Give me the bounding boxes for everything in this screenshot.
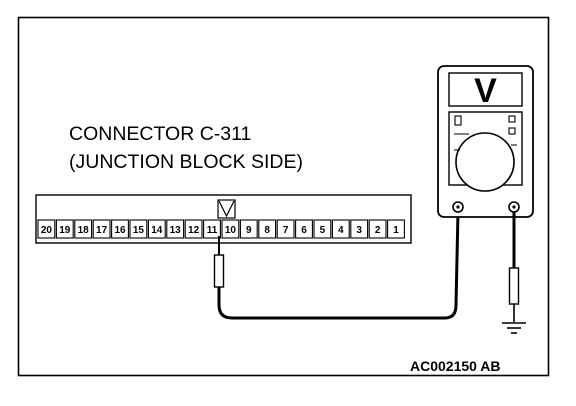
connector-caption-line2: (JUNCTION BLOCK SIDE): [69, 151, 303, 173]
selector-mark-icon: [508, 127, 516, 135]
selector-mark-icon: [508, 115, 516, 123]
multimeter-display-value: V: [474, 72, 497, 110]
connector-pin-label: 8: [264, 225, 270, 236]
connector-pin-label: 17: [96, 225, 108, 236]
connector-pin-6: 6: [295, 219, 313, 239]
connector-pin-16: 16: [111, 219, 129, 239]
connector-pin-label: 3: [356, 225, 362, 236]
connector-pin-label: 14: [151, 225, 163, 236]
connector-pin-label: 1: [393, 225, 399, 236]
connector-pin-row: 20 19 18 17 16 15 14 13 12 11 10 9 8 7 6 5 4 3 2 1: [37, 219, 405, 239]
connector-pin-label: 4: [338, 225, 344, 236]
connector-pin-10: 10: [221, 219, 240, 239]
connector-pin-label: 20: [41, 225, 53, 236]
probe-guide-icon: [217, 199, 236, 219]
rotary-dial-icon[interactable]: [455, 132, 515, 192]
connector-pin-8: 8: [258, 219, 277, 239]
connector-pin-label: 11: [207, 225, 218, 236]
connector-pin-13: 13: [166, 219, 185, 239]
connector-pin-3: 3: [350, 219, 369, 239]
multimeter: V: [437, 65, 534, 218]
connector-pin-12: 12: [184, 219, 203, 239]
connector-pin-4: 4: [331, 219, 350, 239]
connector-pin-label: 5: [320, 225, 326, 236]
connector-c311: 20 19 18 17 16 15 14 13 12 11 10 9 8 7 6 5 4 3 2 1: [35, 194, 412, 244]
connector-pin-18: 18: [74, 219, 93, 239]
probe-tip-icon: [213, 254, 225, 288]
connector-caption-line1: CONNECTOR C-311: [69, 123, 251, 145]
selector-mark-icon: [454, 115, 462, 126]
connector-pin-label: 6: [301, 225, 307, 236]
connector-pin-11: 11: [203, 219, 221, 239]
probe-tip-icon: [508, 267, 520, 305]
ground-symbol-icon: [502, 322, 526, 334]
connector-pin-1: 1: [387, 219, 405, 239]
connector-pin-19: 19: [55, 219, 74, 239]
connector-pin-label: 2: [375, 225, 381, 236]
connector-pin-15: 15: [129, 219, 148, 239]
connector-pin-label: 18: [78, 225, 90, 236]
connector-pin-7: 7: [276, 219, 295, 239]
diagram-frame: [17, 16, 550, 377]
connector-pin-5: 5: [313, 219, 332, 239]
connector-pin-label: 10: [225, 225, 237, 236]
connector-pin-label: 19: [59, 225, 71, 236]
connector-pin-20: 20: [37, 219, 56, 239]
connector-housing: [35, 194, 412, 244]
connector-pin-9: 9: [239, 219, 258, 239]
connector-pin-17: 17: [92, 219, 111, 239]
connector-pin-label: 12: [188, 225, 200, 236]
connector-pin-label: 16: [114, 225, 126, 236]
connector-pin-label: 7: [283, 225, 289, 236]
figure-reference: AC002150 AB: [410, 358, 501, 374]
black-test-lead: [502, 212, 526, 334]
connector-pin-2: 2: [368, 219, 387, 239]
connector-pin-label: 9: [246, 225, 252, 236]
connector-pin-label: 15: [133, 225, 145, 236]
connector-pin-14: 14: [147, 219, 166, 239]
connector-pin-label: 13: [170, 225, 182, 236]
red-test-lead: [213, 211, 460, 320]
multimeter-display: [448, 72, 523, 107]
